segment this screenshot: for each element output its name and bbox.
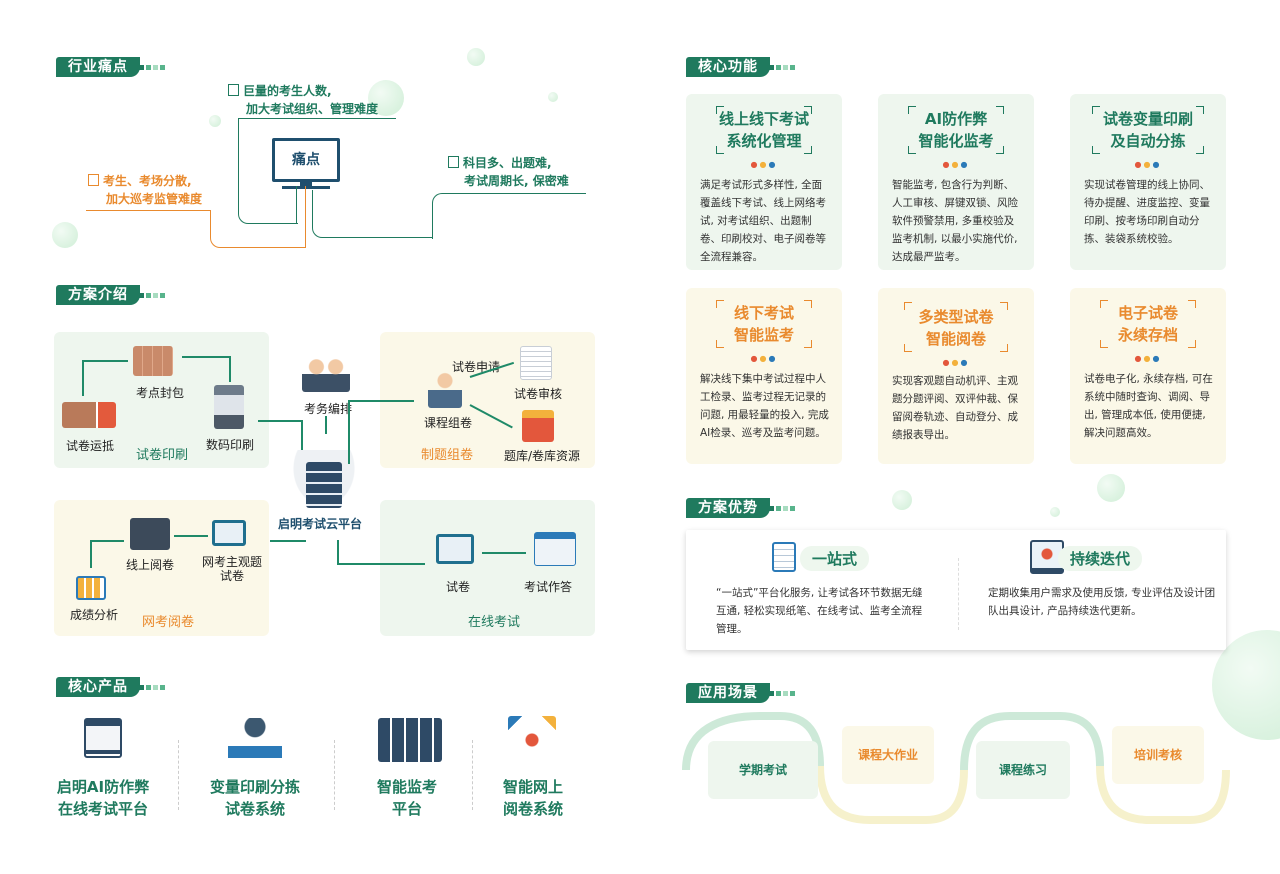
connector-line: [238, 118, 396, 119]
monitor-screen-icon: [84, 718, 122, 758]
bubble-decor: [1097, 474, 1125, 502]
bubble-decor: [548, 92, 558, 102]
label-answer: 考试作答: [524, 580, 573, 594]
panel-online-exam: [380, 500, 595, 636]
checklist-icon: [772, 542, 796, 572]
label-bank: 题库/卷库资源: [504, 449, 581, 463]
section-header-pain: 行业痛点: [56, 56, 166, 78]
connector-line: [432, 193, 586, 239]
label-transport: 试卷运抵: [66, 439, 115, 453]
connector-line: [296, 186, 297, 224]
panel-title-online: 在线考试: [468, 615, 521, 630]
scene-item: 培训考核: [1112, 726, 1204, 784]
product-name: 智能网上阅卷系统: [502, 778, 563, 818]
pain-monitor: 痛点: [272, 138, 340, 182]
label-seal: 考点封包: [136, 386, 185, 400]
function-card: 线上线下考试系统化管理 ●●● 满足考试形式多样性, 全面覆盖线下考试、线上网络…: [686, 94, 842, 270]
platform-label: 启明考试云平台: [278, 517, 363, 531]
section-header-products: 核心产品: [56, 676, 166, 698]
answer-screen-icon: [534, 532, 576, 566]
monitor-icon: [212, 520, 246, 546]
connector-line: [238, 118, 298, 224]
advantage-title: 持续迭代: [1058, 546, 1143, 571]
function-card: AI防作弊智能化监考 ●●● 智能监考, 包含行为判断、人工审核、屏键双锁、风险…: [878, 94, 1034, 270]
label-affairs: 考务编排: [304, 402, 353, 416]
panel-title-print: 试卷印刷: [136, 448, 189, 463]
bubble-decor: [892, 490, 912, 510]
scene-item: 课程大作业: [842, 726, 934, 784]
connector-line: [86, 210, 210, 211]
advantage-body: 定期收集用户需求及使用反馈, 专业评估及设计团队出具设计, 产品持续迭代更新。: [988, 587, 1216, 617]
panel-title-review: 网考阅卷: [142, 615, 195, 630]
people-icon: [302, 356, 350, 392]
advantage-title: 一站式: [800, 546, 870, 571]
scene-item: 学期考试: [708, 741, 818, 799]
question-bank-icon: [522, 410, 554, 442]
review-doc-icon: [520, 346, 552, 380]
document-icon: [88, 174, 99, 186]
label-subjective: 网考主观题试卷: [202, 555, 263, 583]
label-score: 成绩分析: [70, 608, 119, 622]
document-icon: [448, 156, 459, 168]
scene-wave-path: [682, 712, 1230, 824]
chart-icon: [76, 576, 106, 600]
document-icon: [228, 84, 239, 96]
product-name: 智能监考平台: [376, 778, 437, 818]
bubble-decor: [52, 222, 78, 248]
function-card: 试卷变量印刷及自动分拣 ●●● 实现试卷管理的线上协同、待办提醒、进度监控、变量…: [1070, 94, 1226, 270]
pain-point-2: 科目多、出题难, 考试周期长, 保密难: [448, 154, 569, 190]
bubble-decor: [1050, 507, 1060, 517]
surveillance-wall-icon: [378, 718, 442, 762]
bubble-decor: [209, 115, 221, 127]
monitor-paper-icon: [436, 534, 474, 564]
function-card: 电子试卷永续存档 ●●● 试卷电子化, 永续存档, 可在系统中随时查询、调阅、导…: [1070, 288, 1226, 464]
server-rack-icon: [306, 462, 342, 508]
bubble-decor: [467, 48, 485, 66]
pain-point-1: 巨量的考生人数, 加大考试组织、管理难度: [228, 82, 378, 118]
boxes-icon: [133, 346, 173, 376]
function-card: 线下考试智能监考 ●●● 解决线下集中考试过程中人工检录、监考过程无记录的问题,…: [686, 288, 842, 464]
section-header-scenes: 应用场景: [686, 682, 796, 704]
printer-icon: [214, 385, 244, 429]
pain-center-label: 痛点: [292, 152, 320, 168]
label-review: 试卷审核: [514, 387, 563, 401]
advantage-body: “一站式”平台化服务, 让考试各环节数据无缝互通, 轻松实现纸笔、在线考试、监考…: [716, 587, 923, 635]
pain-point-3: 考生、考场分散, 加大巡考监管难度: [88, 172, 202, 208]
label-paper: 试卷: [446, 580, 471, 594]
connector-line: [210, 210, 306, 248]
connector-line: [312, 190, 432, 238]
document-network-icon: [508, 716, 556, 764]
label-digital-print: 数码印刷: [206, 438, 255, 452]
scene-item: 课程练习: [976, 741, 1070, 799]
label-online-review: 线上阅卷: [126, 558, 175, 572]
teacher-laptop-icon: [428, 370, 462, 408]
printer-network-icon: [228, 718, 282, 762]
function-card: 多类型试卷智能阅卷 ●●● 实现客观题自动机评、主观题分题评阅、双评仲裁、保留阅…: [878, 288, 1034, 464]
product-name: 变量印刷分拣试卷系统: [209, 778, 300, 818]
panel-exam-compose: [380, 332, 595, 468]
bubble-decor: [368, 80, 404, 116]
section-header-functions: 核心功能: [686, 56, 796, 78]
panel-title-exam: 制题组卷: [421, 448, 474, 463]
section-header-advantage: 方案优势: [686, 497, 796, 519]
truck-icon: [62, 402, 116, 428]
connector-line: [305, 186, 306, 248]
label-course-group: 课程组卷: [424, 416, 473, 430]
rocket-monitor-icon: [1030, 540, 1064, 574]
advantage-box: 一站式 “一站式”平台化服务, 让考试各环节数据无缝互通, 轻松实现纸笔、在线考…: [686, 530, 1226, 650]
tablet-hand-icon: [130, 518, 170, 550]
product-name: 启明AI防作弊在线考试平台: [56, 778, 150, 818]
section-header-scheme: 方案介绍: [56, 284, 166, 306]
